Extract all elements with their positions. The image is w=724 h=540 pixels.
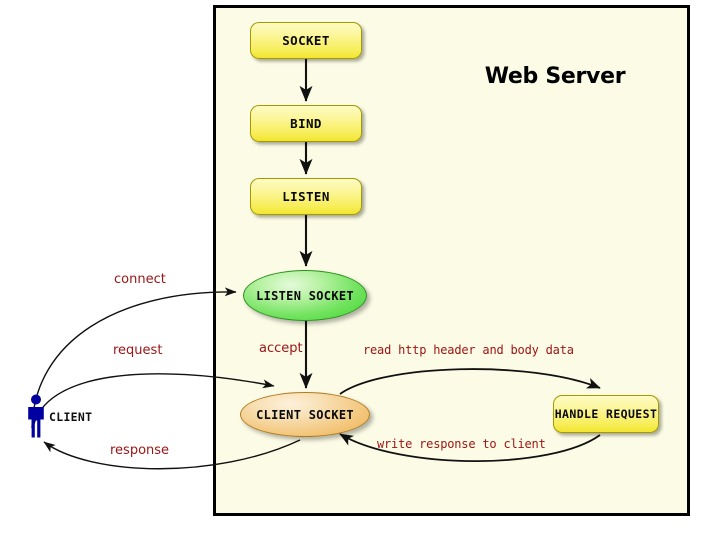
edge-label-write-response: write response to client [377,437,546,451]
client-actor-label: CLIENT [49,410,93,424]
node-client-socket-label: CLIENT SOCKET [256,407,354,422]
edge-label-response: response [110,443,170,458]
node-listen-socket[interactable]: LISTEN SOCKET [243,270,367,321]
node-client-socket[interactable]: CLIENT SOCKET [240,392,370,437]
edge-label-accept: accept [259,341,303,356]
node-listen[interactable]: LISTEN [250,178,362,215]
node-listen-label: LISTEN [282,189,330,204]
node-bind-label: BIND [290,116,322,131]
edge-label-request: request [113,343,163,358]
node-socket-label: SOCKET [282,33,330,48]
client-actor-icon[interactable] [25,394,47,438]
node-socket[interactable]: SOCKET [250,22,362,59]
node-listen-socket-label: LISTEN SOCKET [256,288,354,303]
edge-label-read-http: read http header and body data [363,343,574,357]
node-handle-request[interactable]: HANDLE REQUEST [553,395,659,433]
node-bind[interactable]: BIND [250,105,362,142]
web-server-title: Web Server [484,64,626,89]
edge-label-connect: connect [114,272,166,287]
edge-connect [31,287,237,429]
node-handle-request-label: HANDLE REQUEST [554,407,658,421]
